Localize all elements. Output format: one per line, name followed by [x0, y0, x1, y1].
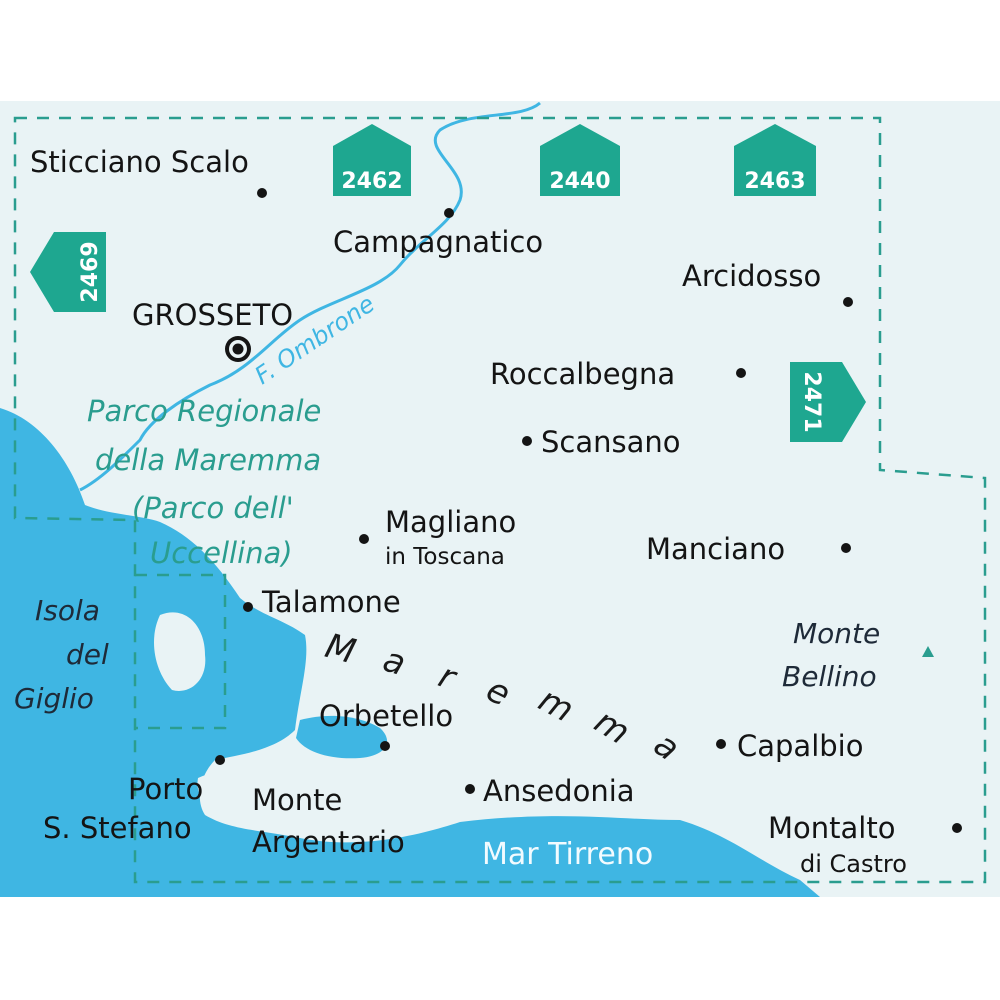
label-campagnatico: Campagnatico — [333, 225, 543, 259]
map-frame — [13, 116, 987, 884]
label-manciano: Manciano — [646, 532, 785, 566]
sheet-2469-badge[interactable]: 2469 — [30, 232, 106, 312]
label-magliano-sub: in Toscana — [385, 544, 505, 570]
label-ansedonia: Ansedonia — [483, 774, 635, 808]
sheet-2471-label: 2471 — [799, 371, 824, 432]
giglio-inset-frame — [135, 573, 227, 730]
label-mountain-line2: Bellino — [782, 660, 877, 693]
grosseto-city-marker — [225, 336, 251, 362]
sheet-2463-label: 2463 — [744, 169, 805, 194]
label-sea: Mar Tirreno — [482, 837, 653, 872]
label-park-line3: (Parco dell' — [132, 491, 294, 525]
sheet-2462-badge[interactable]: 2462 — [333, 124, 411, 196]
label-island-line3: Giglio — [14, 682, 94, 715]
label-park-line1: Parco Regionale — [87, 394, 321, 428]
label-argentario: Monte — [252, 783, 342, 817]
label-magliano: Magliano — [385, 505, 516, 539]
label-park-line4: Uccellina) — [150, 536, 293, 570]
tombolo — [329, 763, 441, 783]
mountain-peak-icon — [922, 646, 934, 657]
label-grosseto: GROSSETO — [132, 298, 293, 332]
label-orbetello: Orbetello — [319, 699, 453, 733]
sheet-2462-label: 2462 — [341, 169, 402, 194]
label-scansano: Scansano — [541, 425, 681, 459]
label-roccalbegna: Roccalbegna — [490, 357, 675, 391]
sheet-2440-label: 2440 — [549, 169, 610, 194]
lagoon-orbetello — [296, 715, 388, 759]
label-park-line2: della Maremma — [95, 443, 321, 477]
sheet-2471-badge[interactable]: 2471 — [790, 362, 866, 442]
label-montalto-sub: di Castro — [800, 850, 907, 878]
label-arcidosso: Arcidosso — [682, 259, 821, 293]
label-mountain-line1: Monte — [793, 617, 880, 650]
label-argentario-sub: Argentario — [252, 825, 405, 859]
sheet-2440-badge[interactable]: 2440 — [540, 124, 620, 196]
sheet-2469-label: 2469 — [78, 241, 103, 302]
label-montalto: Montalto — [768, 811, 895, 845]
promontory-argentario — [197, 770, 359, 819]
label-talamone: Talamone — [261, 585, 401, 619]
river-ombrone — [79, 101, 541, 492]
label-sticciano: Sticciano Scalo — [30, 145, 249, 179]
sheet-2463-badge[interactable]: 2463 — [734, 124, 816, 196]
island-giglio — [153, 612, 206, 691]
label-island-line1: Isola — [35, 594, 100, 627]
label-porto: Porto — [128, 772, 203, 806]
label-island-line2: del — [66, 638, 109, 671]
label-capalbio: Capalbio — [737, 729, 863, 763]
label-porto-sub: S. Stefano — [43, 811, 192, 845]
town-dots — [215, 188, 962, 833]
